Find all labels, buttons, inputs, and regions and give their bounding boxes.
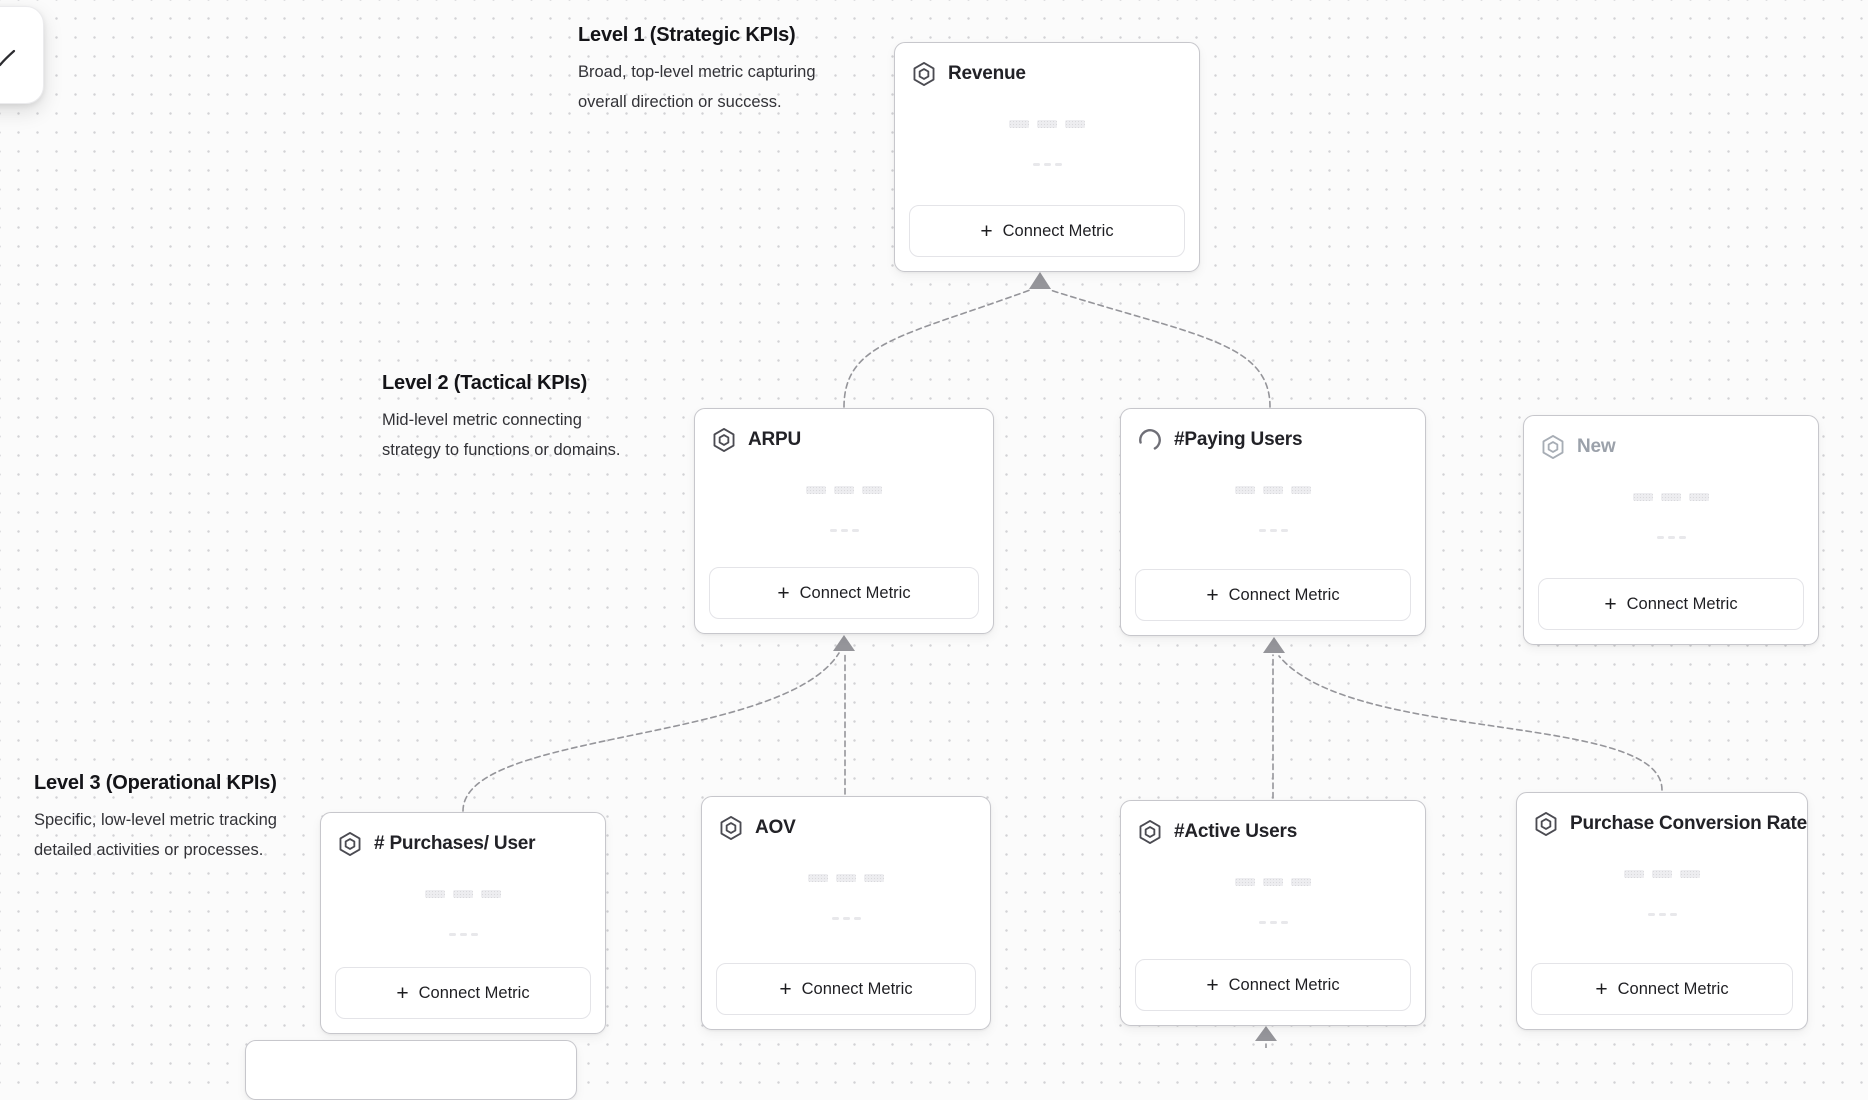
plus-icon: + [779, 977, 792, 1001]
hexagon-metric-icon [1139, 820, 1161, 844]
connect-metric-button[interactable]: + Connect Metric [716, 963, 976, 1015]
toolbar-panel-fragment[interactable] [0, 6, 44, 104]
connect-metric-button[interactable]: + Connect Metric [709, 567, 979, 619]
skeleton-bars [321, 890, 605, 898]
connect-metric-button[interactable]: + Connect Metric [335, 967, 591, 1019]
card-title: AOV [755, 817, 796, 838]
card-header: New [1524, 416, 1818, 460]
skeleton-dashes [1524, 536, 1818, 539]
skeleton-dashes [895, 163, 1199, 166]
skeleton-bars [1121, 878, 1425, 886]
connect-metric-label: Connect Metric [799, 583, 911, 602]
spinner-icon [1139, 429, 1161, 450]
skeleton-dashes [702, 917, 990, 920]
connect-metric-label: Connect Metric [801, 979, 913, 998]
hexagon-metric-icon [1535, 812, 1557, 836]
edge-pcr-to-paying-users [1278, 655, 1663, 791]
card-title: Revenue [948, 63, 1026, 84]
skeleton-bars [1517, 870, 1807, 878]
level-2-heading: Level 2 (Tactical KPIs) [382, 372, 588, 394]
hexagon-metric-icon [713, 428, 735, 452]
level-1-description: Broad, top-level metric capturing overal… [578, 63, 816, 111]
skeleton-dashes [1121, 921, 1425, 924]
skeleton-bars [1524, 493, 1818, 501]
card-title: New [1577, 436, 1616, 457]
skeleton-dashes [695, 529, 993, 532]
plus-icon: + [1206, 583, 1219, 607]
plus-icon: + [1595, 977, 1608, 1001]
level-3-heading: Level 3 (Operational KPIs) [34, 772, 277, 794]
hexagon-metric-icon [720, 816, 742, 840]
connect-metric-label: Connect Metric [1626, 594, 1738, 613]
arrowhead-into-active-users [1255, 1026, 1277, 1041]
metric-card-paying-users[interactable]: #Paying Users + Connect Metric [1120, 408, 1426, 636]
connect-metric-label: Connect Metric [1617, 979, 1729, 998]
card-title: #Active Users [1174, 821, 1298, 842]
connect-metric-button[interactable]: + Connect Metric [1135, 959, 1411, 1011]
metric-card-revenue[interactable]: Revenue + Connect Metric [894, 42, 1200, 272]
card-header: ARPU [695, 409, 993, 453]
arrowhead-into-revenue [1029, 272, 1051, 289]
skeleton-bars [695, 486, 993, 494]
edge-purchases-to-arpu [462, 652, 840, 812]
level-3-description: Specific, low-level metric tracking deta… [34, 811, 277, 859]
level-3-label: Level 3 (Operational KPIs) Specific, low… [34, 772, 277, 865]
edge-paying-users-to-revenue [1049, 289, 1271, 408]
metric-card-purchases-per-user[interactable]: # Purchases/ User + Connect Metric [320, 812, 606, 1034]
metric-card-aov[interactable]: AOV + Connect Metric [701, 796, 991, 1030]
card-header: #Paying Users [1121, 409, 1425, 453]
card-header: Purchase Conversion Rate [1517, 793, 1807, 837]
card-header: Revenue [895, 43, 1199, 87]
plus-icon: + [980, 219, 993, 243]
metric-card-active-users[interactable]: #Active Users + Connect Metric [1120, 800, 1426, 1026]
connect-metric-button[interactable]: + Connect Metric [1531, 963, 1793, 1015]
card-header: #Active Users [1121, 801, 1425, 845]
connect-metric-button[interactable]: + Connect Metric [909, 205, 1185, 257]
edge-arpu-to-revenue [843, 289, 1031, 408]
skeleton-dashes [1121, 529, 1425, 532]
connect-metric-label: Connect Metric [1002, 221, 1114, 240]
skeleton-bars [1121, 486, 1425, 494]
skeleton-bars [895, 120, 1199, 128]
card-title: Purchase Conversion Rate [1570, 813, 1808, 834]
plus-icon: + [1604, 592, 1617, 616]
metric-card-purchase-conversion-rate[interactable]: Purchase Conversion Rate + Connect Metri… [1516, 792, 1808, 1030]
arrowhead-into-arpu [833, 635, 855, 651]
metric-card-new[interactable]: New + Connect Metric [1523, 415, 1819, 645]
connect-metric-label: Connect Metric [1228, 975, 1340, 994]
card-title: # Purchases/ User [374, 833, 536, 854]
hexagon-metric-icon [339, 832, 361, 856]
card-header: # Purchases/ User [321, 813, 605, 857]
level-1-heading: Level 1 (Strategic KPIs) [578, 24, 796, 46]
connect-metric-label: Connect Metric [418, 983, 530, 1002]
metric-card-arpu[interactable]: ARPU + Connect Metric [694, 408, 994, 634]
skeleton-dashes [321, 933, 605, 936]
plus-icon: + [396, 981, 409, 1005]
card-partial-bottom[interactable] [245, 1040, 577, 1100]
hexagon-metric-icon [1542, 435, 1564, 459]
cursor-tool-icon [0, 49, 16, 67]
plus-icon: + [1206, 973, 1219, 997]
skeleton-dashes [1517, 913, 1807, 916]
level-1-label: Level 1 (Strategic KPIs) Broad, top-leve… [578, 24, 816, 117]
level-2-description: Mid-level metric connecting strategy to … [382, 411, 621, 459]
card-title: #Paying Users [1174, 429, 1303, 450]
card-header: AOV [702, 797, 990, 841]
skeleton-bars [702, 874, 990, 882]
arrowhead-into-paying-users [1263, 637, 1285, 653]
card-title: ARPU [748, 429, 802, 450]
connect-metric-button[interactable]: + Connect Metric [1135, 569, 1411, 621]
plus-icon: + [777, 581, 790, 605]
level-2-label: Level 2 (Tactical KPIs) Mid-level metric… [382, 372, 620, 465]
hexagon-metric-icon [913, 62, 935, 86]
connect-metric-label: Connect Metric [1228, 585, 1340, 604]
connect-metric-button[interactable]: + Connect Metric [1538, 578, 1804, 630]
